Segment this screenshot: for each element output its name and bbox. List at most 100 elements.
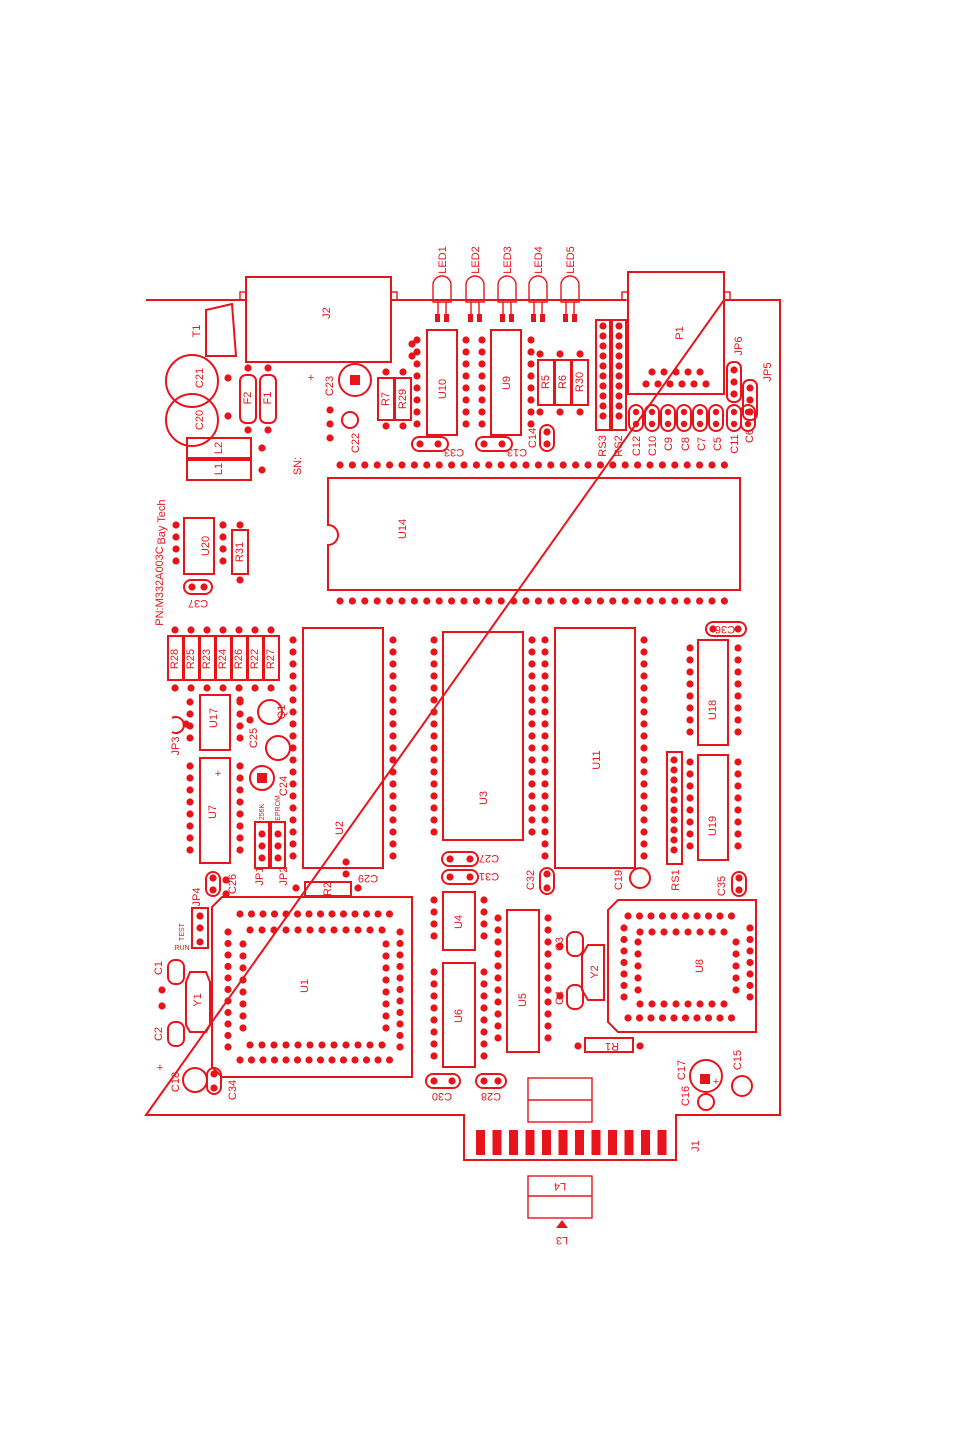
pad — [599, 402, 607, 410]
pad — [735, 874, 743, 882]
jumper-jp1 — [254, 821, 270, 869]
pad — [730, 378, 738, 386]
pad — [282, 910, 290, 918]
pad — [541, 792, 549, 800]
pad — [615, 412, 623, 420]
pad — [413, 384, 421, 392]
pad — [382, 976, 390, 984]
led-pad — [531, 314, 536, 322]
pad — [746, 924, 754, 932]
pad — [670, 1014, 678, 1022]
edge-finger — [608, 1130, 617, 1155]
pad — [219, 545, 227, 553]
label-r29: R29 — [397, 389, 409, 409]
edge-finger — [509, 1130, 518, 1155]
pad — [396, 962, 404, 971]
chip-u11 — [554, 627, 636, 869]
pad — [708, 928, 716, 936]
pad — [382, 1000, 390, 1008]
pad — [430, 708, 438, 716]
pad — [236, 910, 244, 918]
pad — [720, 928, 728, 936]
pad — [389, 720, 397, 728]
label-u14: U14 — [397, 519, 409, 539]
pad — [385, 1056, 394, 1064]
pad — [289, 708, 297, 716]
connector-j2 — [245, 276, 392, 363]
pad — [640, 792, 648, 800]
pad — [541, 684, 549, 692]
pad — [720, 461, 729, 469]
pad — [480, 1004, 488, 1012]
pad — [599, 332, 607, 340]
pad — [259, 1056, 267, 1064]
pad — [528, 672, 536, 680]
label-plus4: + — [713, 1076, 719, 1088]
pad — [544, 986, 552, 994]
pad — [326, 406, 334, 414]
pad — [670, 912, 678, 920]
pad — [378, 926, 386, 934]
label-sn: SN: — [292, 457, 304, 475]
pad — [430, 908, 438, 916]
pad — [274, 830, 282, 838]
pad — [686, 806, 694, 814]
label-c5: C5 — [712, 437, 724, 451]
pad — [236, 786, 244, 794]
pad — [430, 896, 438, 904]
led-pad — [563, 314, 568, 322]
pad — [528, 744, 536, 752]
pad — [389, 828, 397, 836]
pad — [399, 422, 407, 430]
led-body — [528, 275, 548, 303]
pad — [462, 408, 470, 416]
pad — [632, 408, 640, 416]
pad — [528, 780, 536, 788]
pad — [556, 408, 564, 416]
pad — [547, 597, 555, 605]
pad — [348, 461, 356, 469]
pad — [354, 884, 362, 892]
pad — [354, 1041, 362, 1049]
label-c22: C22 — [350, 433, 362, 453]
pad — [224, 1008, 232, 1017]
capacitor-small — [692, 404, 708, 432]
label-r28: R28 — [169, 649, 181, 669]
pad — [236, 734, 244, 742]
pad — [244, 364, 252, 372]
pad — [462, 348, 470, 356]
pad — [640, 708, 648, 716]
pad — [398, 597, 406, 605]
pad — [621, 461, 629, 469]
pad — [430, 684, 438, 692]
pad — [599, 412, 607, 420]
pad — [672, 928, 680, 936]
pad — [389, 768, 397, 776]
pad — [396, 928, 404, 936]
pad — [634, 986, 642, 994]
label-r23: R23 — [201, 649, 213, 669]
pad — [264, 364, 272, 372]
label-f2: F2 — [242, 392, 254, 405]
pad — [599, 322, 607, 330]
pad — [494, 974, 502, 982]
pad — [389, 816, 397, 824]
pad — [289, 780, 297, 788]
pad — [172, 533, 180, 541]
pad — [746, 993, 754, 1001]
pad — [382, 952, 390, 960]
pad — [186, 798, 194, 806]
inductor-l1 — [186, 459, 252, 481]
pad — [734, 656, 742, 664]
edge-connector-fingers — [476, 1130, 667, 1155]
pad — [389, 756, 397, 764]
pad — [236, 576, 244, 584]
pad — [615, 392, 623, 400]
label-c16: C16 — [680, 1086, 692, 1106]
pad — [746, 981, 754, 990]
pad — [485, 461, 493, 469]
chip-u10 — [426, 329, 458, 436]
pad — [541, 804, 549, 812]
pad — [209, 886, 217, 894]
pad — [640, 756, 648, 764]
